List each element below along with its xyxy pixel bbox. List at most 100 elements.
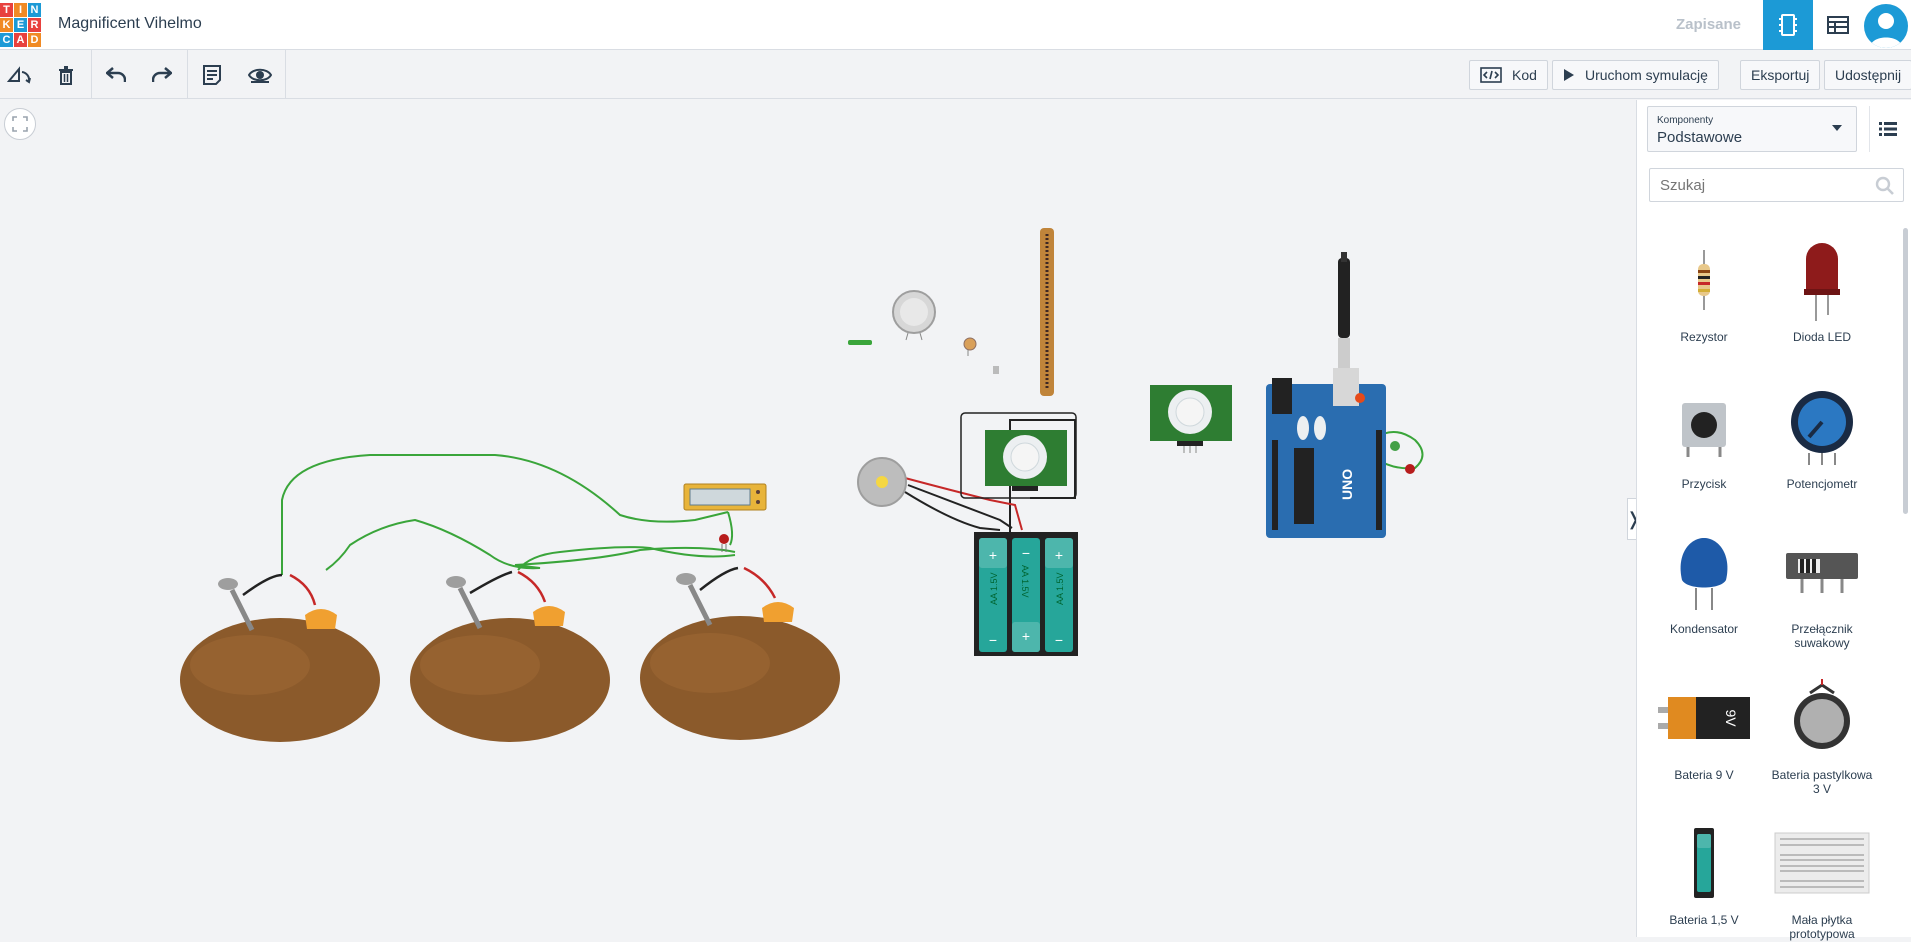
search-input[interactable]: [1650, 169, 1870, 201]
share-button[interactable]: Udostępnij: [1824, 60, 1911, 90]
battery-9v-label: 9V: [1723, 709, 1739, 727]
photoresistor: [963, 337, 977, 356]
redo-button[interactable]: [145, 58, 179, 92]
potato-battery: [640, 573, 840, 740]
component-battery-9v[interactable]: 9V Bateria 9 V: [1649, 668, 1759, 782]
component-label: Kondensator: [1669, 622, 1739, 636]
logo-letter: N: [28, 3, 41, 17]
component-capacitor[interactable]: Kondensator: [1649, 522, 1759, 636]
battery-label: AA 1.5V: [1020, 565, 1030, 598]
component-breadboard[interactable]: Mała płytka prototypowa: [1767, 813, 1877, 941]
wire: [1374, 431, 1424, 470]
trash-icon: [59, 65, 73, 85]
pushbutton-icon: [1682, 403, 1726, 457]
visibility-button[interactable]: [243, 58, 277, 92]
toolbar-divider: [187, 50, 188, 99]
battery-mark: −: [989, 632, 997, 648]
wire: [727, 511, 734, 546]
start-simulation-label: Uruchom symulację: [1585, 67, 1708, 83]
component-pushbutton[interactable]: Przycisk: [1649, 377, 1759, 491]
component-label: Dioda LED: [1792, 330, 1852, 344]
battery-aa-icon: [1694, 828, 1714, 898]
list-view-toggle[interactable]: [1869, 106, 1905, 152]
component-battery-aa[interactable]: Bateria 1,5 V: [1649, 813, 1759, 927]
notes-icon: [203, 65, 221, 85]
component-label: Przycisk: [1681, 477, 1727, 491]
pir-sensor: [985, 430, 1067, 491]
component-list-view-button[interactable]: [1813, 0, 1863, 50]
logo-letter: R: [28, 18, 41, 32]
potentiometer-icon: [1791, 391, 1853, 465]
logo-letter: C: [0, 33, 13, 47]
component-category-dropdown[interactable]: Komponenty Podstawowe: [1647, 106, 1857, 152]
toolbar-divider: [91, 50, 92, 99]
component-label: Rezystor: [1680, 330, 1728, 344]
battery-label: AA 1.5V: [989, 572, 999, 605]
component-potentiometer[interactable]: Potencjometr: [1767, 377, 1877, 491]
zoom-to-fit-button[interactable]: [4, 108, 36, 140]
notes-button[interactable]: [195, 58, 229, 92]
battery-label: AA 1.5V: [1055, 572, 1065, 605]
resistor-icon: [1698, 250, 1710, 310]
component-resistor[interactable]: Rezystor: [1649, 230, 1759, 344]
code-icon: [1480, 67, 1502, 83]
undo-button[interactable]: [99, 58, 133, 92]
logo-letter: K: [0, 18, 13, 32]
wire: [517, 546, 736, 571]
component-led[interactable]: Dioda LED: [1767, 230, 1877, 344]
dropdown-value: Podstawowe: [1657, 129, 1743, 146]
logo-letter: E: [14, 18, 27, 32]
components-panel: Komponenty Podstawowe Rezystor Dioda LED…: [1636, 100, 1911, 941]
small-resistor: [848, 340, 872, 345]
slide-switch-icon: [1786, 553, 1858, 593]
scrollbar-thumb[interactable]: [1903, 228, 1908, 514]
logo-letter: T: [0, 3, 13, 17]
pir-sensor: [1150, 385, 1232, 453]
top-bar: T I N K E R C A D Magnificent Vihelmo Za…: [0, 0, 1911, 50]
export-button[interactable]: Eksportuj: [1740, 60, 1821, 90]
circuit-drawing: + − − + + − AA 1.5V AA 1.5V AA 1.5V UNO: [180, 228, 1424, 742]
toolbar-divider: [285, 50, 286, 99]
component-slide-switch[interactable]: Przełącznik suwakowy: [1767, 522, 1877, 650]
logo-letter: D: [28, 33, 41, 47]
component-label: Bateria 9 V: [1674, 768, 1734, 782]
coin-battery-icon: [1794, 679, 1850, 749]
battery-mark: +: [989, 547, 997, 563]
edit-toolbar: Kod Uruchom symulację Eksportuj Udostępn…: [0, 50, 1911, 99]
tiny-component: [993, 366, 999, 374]
delete-button[interactable]: [49, 58, 83, 92]
code-button[interactable]: Kod: [1469, 60, 1548, 90]
arduino-uno: UNO: [1266, 252, 1386, 538]
caret-down-icon: [1832, 125, 1842, 131]
play-icon: [1564, 69, 1574, 81]
wire: [281, 454, 729, 575]
battery-mark: −: [1022, 545, 1030, 561]
component-coin-battery[interactable]: Bateria pastylkowa 3 V: [1767, 668, 1877, 796]
battery-mark: +: [1055, 547, 1063, 563]
project-title[interactable]: Magnificent Vihelmo: [58, 15, 202, 32]
component-label: Potencjometr: [1786, 477, 1858, 491]
wire: [904, 477, 1023, 531]
component-label: Przełącznik suwakowy: [1791, 622, 1853, 650]
rotate-icon: [7, 66, 31, 84]
undo-icon: [106, 67, 126, 82]
share-label: Udostępnij: [1835, 67, 1902, 83]
circuit-view-button[interactable]: [1763, 0, 1813, 50]
search-icon: [1875, 176, 1894, 195]
tinkercad-logo[interactable]: T I N K E R C A D: [0, 3, 41, 47]
fit-view-icon: [12, 116, 28, 132]
rotate-button[interactable]: [2, 58, 36, 92]
panel-scrollbar[interactable]: [1901, 218, 1910, 937]
eye-icon: [248, 68, 272, 83]
user-avatar[interactable]: [1864, 4, 1908, 48]
circuit-icon: [1779, 14, 1797, 36]
battery-mark: −: [1055, 632, 1063, 648]
arduino-label: UNO: [1339, 469, 1355, 500]
breadboard-icon: [1774, 832, 1870, 894]
export-label: Eksportuj: [1751, 67, 1810, 83]
redo-icon: [152, 67, 172, 82]
component-label: Bateria 1,5 V: [1669, 913, 1739, 927]
start-simulation-button[interactable]: Uruchom symulację: [1552, 60, 1719, 90]
logo-letter: A: [14, 33, 27, 47]
circuit-canvas[interactable]: + − − + + − AA 1.5V AA 1.5V AA 1.5V UNO: [0, 100, 1636, 937]
